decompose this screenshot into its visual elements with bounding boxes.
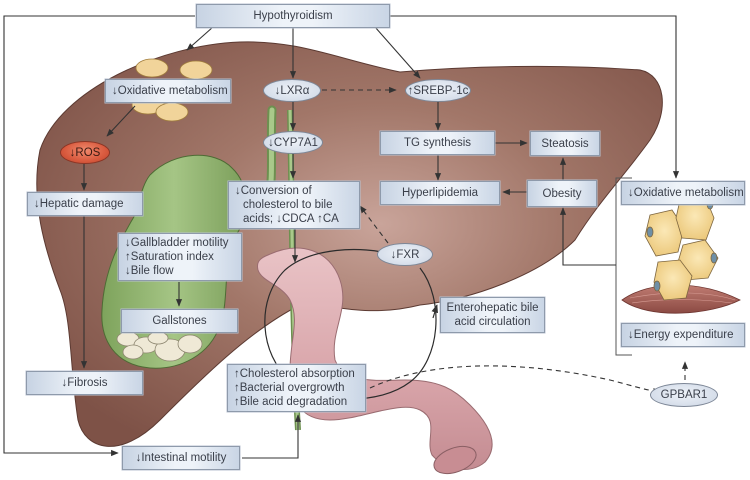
conversion-line-1: ↓Conversion of <box>235 185 312 197</box>
tissue-bracket <box>615 177 632 356</box>
node-hyperlipidemia: Hyperlipidemia <box>380 181 500 205</box>
node-fibrosis: ↓Fibrosis <box>26 371 143 395</box>
connectors <box>3 15 689 459</box>
gallbladder-line-1: ↓Gallbladder motility <box>125 237 229 249</box>
intestinal-line-3: ↑Bile acid degradation <box>234 396 348 408</box>
enterohepatic-line-1: Enterohepatic bile <box>446 302 539 314</box>
intestine-opening <box>433 445 477 475</box>
edge-tissue-obesity <box>559 207 616 266</box>
node-ros: ↓ROS <box>60 141 110 164</box>
node-gpbar1: GPBAR1 <box>650 383 718 407</box>
edge-hypo-tissue <box>390 15 680 179</box>
node-enterohepatic-circulation: Enterohepatic bile acid circulation <box>440 297 545 333</box>
node-oxidative-metabolism-liver: ↓Oxidative metabolism <box>105 79 231 103</box>
edge-oxidative-ros <box>106 105 136 137</box>
adipocytes-illustration <box>644 195 719 301</box>
conversion-line-2: cholesterol to bile <box>243 199 333 211</box>
enterohepatic-arrowhead <box>431 304 438 319</box>
node-obesity: Obesity <box>527 180 597 207</box>
node-steatosis: Steatosis <box>530 131 600 156</box>
edge-motility-intestinal <box>242 414 302 459</box>
gallbladder-line-2: ↑Saturation index <box>125 251 214 263</box>
node-intestinal-motility: ↓Intestinal motility <box>122 446 240 470</box>
intestinal-line-2: ↑Bacterial overgrowth <box>234 382 345 394</box>
edge-hypo-oxidative <box>186 26 214 51</box>
node-lxr-alpha: ↓LXRα <box>263 79 321 102</box>
gallstones-illustration <box>116 331 203 362</box>
edge-hypo-srebp <box>374 26 421 79</box>
node-oxidative-metabolism-tissue: ↓Oxidative metabolism <box>621 181 745 205</box>
node-gallbladder-effects: ↓Gallbladder motility ↑Saturation index … <box>118 233 242 281</box>
node-hypothyroidism: Hypothyroidism <box>196 4 390 28</box>
edge-hypo-intestinal-motility <box>3 15 195 457</box>
conversion-line-3: acids; ↓CDCA ↑CA <box>243 213 339 225</box>
edge-fxr-conversion <box>359 205 389 244</box>
node-srebp-1c: ↑SREBP-1c <box>405 79 471 102</box>
gallbladder-line-3: ↓Bile flow <box>125 265 174 277</box>
node-bile-acid-conversion: ↓Conversion of cholesterol to bile acids… <box>228 181 360 229</box>
intestinal-line-1: ↑Cholesterol absorption <box>234 368 355 380</box>
node-intestinal-effects: ↑Cholesterol absorption ↑Bacterial overg… <box>227 364 366 412</box>
enterohepatic-line-2: acid circulation <box>454 316 531 328</box>
node-energy-expenditure: ↓Energy expenditure <box>621 323 745 347</box>
muscle-illustration <box>621 284 741 314</box>
node-fxr: ↓FXR <box>377 243 433 266</box>
node-gallstones: Gallstones <box>121 309 238 333</box>
node-tg-synthesis: TG synthesis <box>380 131 495 155</box>
edge-intestinal-gpbar1 <box>369 365 661 395</box>
node-hepatic-damage: ↓Hepatic damage <box>27 192 143 216</box>
node-cyp7a1: ↓CYP7A1 <box>263 131 323 154</box>
